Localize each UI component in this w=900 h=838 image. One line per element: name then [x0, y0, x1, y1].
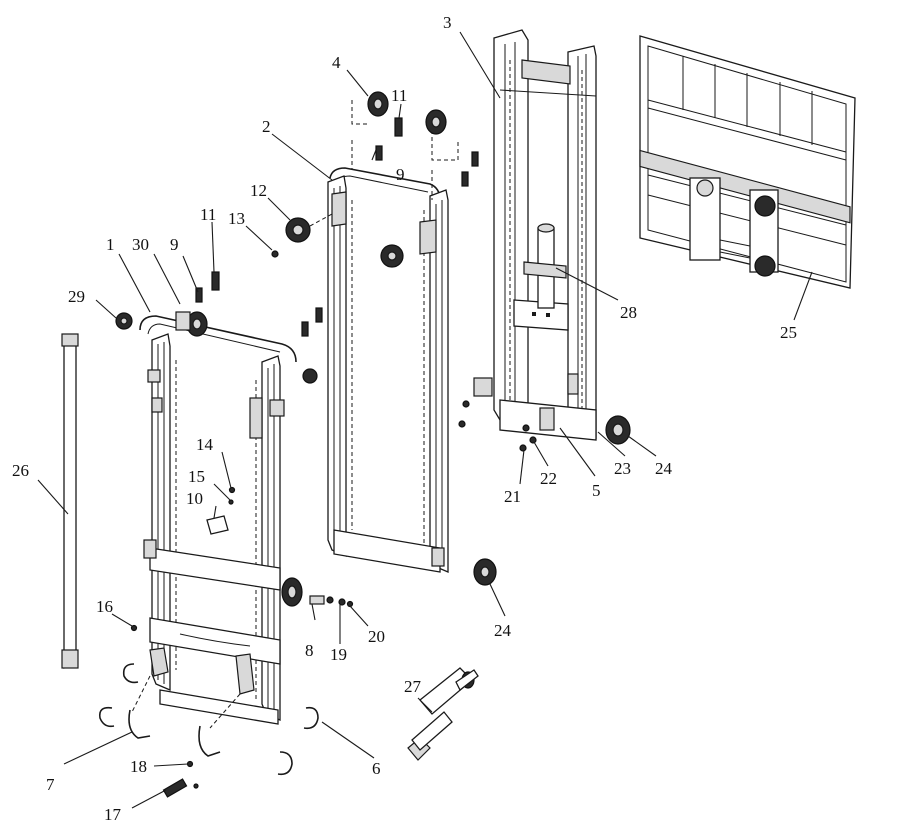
- part-27-cylinder: [407, 667, 479, 761]
- callout-26: 26: [12, 461, 29, 480]
- callout-24-right: 24: [655, 459, 673, 478]
- callout-28: 28: [620, 303, 637, 322]
- callout-6: 6: [372, 759, 381, 778]
- callout-5: 5: [592, 481, 601, 500]
- callout-12: 12: [250, 181, 267, 200]
- roller-24-right: [605, 415, 631, 445]
- callout-11-left: 11: [200, 205, 216, 224]
- callout-1: 1: [106, 235, 115, 254]
- callout-8: 8: [305, 641, 314, 660]
- callout-2: 2: [262, 117, 271, 136]
- rollers-4: [367, 91, 447, 135]
- callout-30: 30: [132, 235, 149, 254]
- callout-17: 17: [104, 805, 122, 824]
- callout-25: 25: [780, 323, 797, 342]
- part-25-carriage: [639, 35, 856, 289]
- callout-13: 13: [228, 209, 245, 228]
- callout-labels: 1 2 3 4 5 6 7 8 9 9 10 11 11 12 13 14 15…: [12, 13, 797, 824]
- callout-21: 21: [504, 487, 521, 506]
- callout-15: 15: [188, 467, 205, 486]
- callout-9-left: 9: [170, 235, 179, 254]
- callout-22: 22: [540, 469, 557, 488]
- part-3-inner-mast: [458, 29, 597, 452]
- bolts-9-11-middle: [375, 117, 479, 187]
- callout-23: 23: [614, 459, 631, 478]
- callout-29: 29: [68, 287, 85, 306]
- callout-27: 27: [404, 677, 422, 696]
- callout-20: 20: [368, 627, 385, 646]
- callout-4: 4: [332, 53, 341, 72]
- roller-stack-8-19-20: [281, 577, 354, 608]
- callout-10: 10: [186, 489, 203, 508]
- roller-12: [271, 213, 333, 258]
- callout-9-middle: 9: [396, 165, 405, 184]
- part-26-rod: [61, 333, 79, 669]
- small-parts-left: [98, 271, 323, 798]
- part-1-outer-mast: [128, 311, 297, 757]
- callout-11-middle: 11: [391, 86, 407, 105]
- callout-3: 3: [443, 13, 452, 32]
- callout-24-lower: 24: [494, 621, 512, 640]
- callout-19: 19: [330, 645, 347, 664]
- callout-7: 7: [46, 775, 55, 794]
- callout-14: 14: [196, 435, 214, 454]
- callout-18: 18: [130, 757, 147, 776]
- roller-24-lower: [473, 558, 497, 586]
- callout-16: 16: [96, 597, 113, 616]
- leader-lines: [37, 31, 813, 809]
- part-2-middle-mast: [327, 100, 459, 573]
